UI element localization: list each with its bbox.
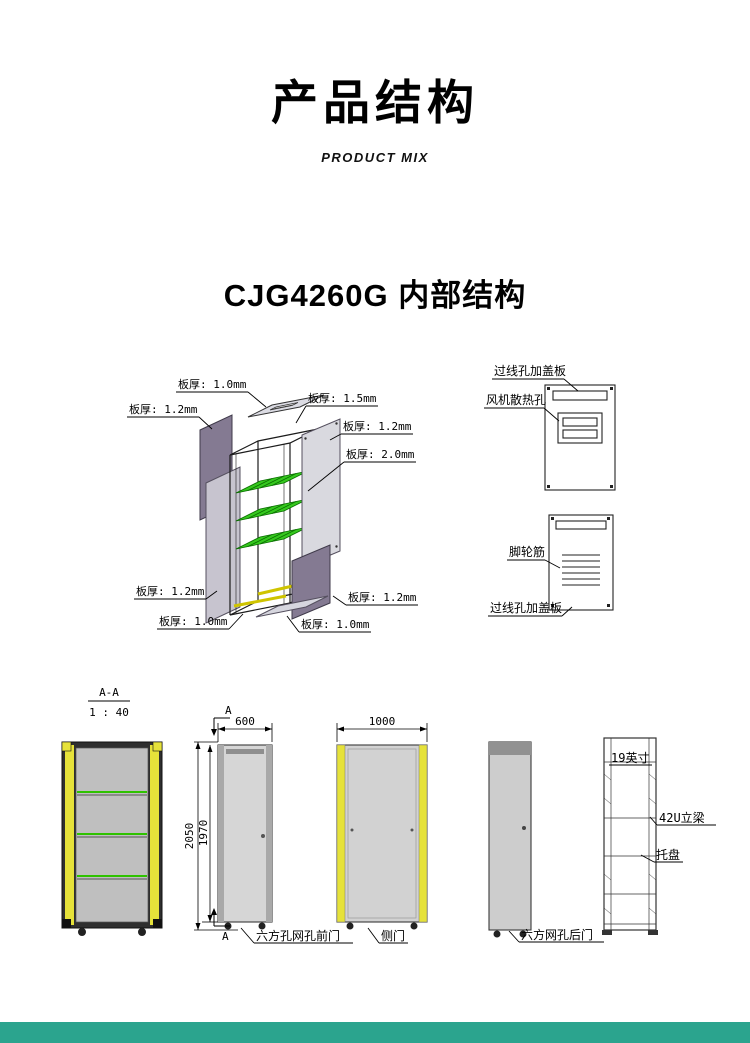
section-title: CJG4260G 内部结构 — [223, 278, 527, 313]
label-thickness-frame: 板厚: 1.5mm — [295, 391, 378, 424]
thickness-label-text: 板厚: 1.0mm — [301, 617, 370, 631]
view-internal-front — [61, 741, 163, 936]
label-thickness-base-front: 板厚: 1.0mm — [157, 613, 244, 630]
footer-accent-bar — [0, 1022, 750, 1043]
view-front-door — [217, 744, 273, 930]
front-door-caption-text: 六方孔网孔前门 — [256, 928, 340, 943]
top-cover-panel — [247, 394, 325, 418]
section-scale-note: A-A 1 : 40 — [88, 686, 130, 719]
fan-vent-label-text: 风机散热孔 — [486, 392, 546, 407]
label-thickness-shelf: 板厚: 2.0mm — [307, 447, 416, 492]
label-thickness-left-panel: 板厚: 1.2mm — [127, 402, 213, 430]
beam42u-caption-text: 42U立梁 — [659, 810, 705, 825]
caster-rib-label-text: 脚轮筋 — [509, 544, 545, 559]
rear-panel-bottom-view — [548, 514, 614, 611]
lower-left-panel — [205, 466, 241, 624]
tray-caption-text: 托盘 — [656, 847, 680, 862]
view-rear-door — [488, 741, 532, 938]
label-fan-vent: 风机散热孔 — [484, 392, 560, 422]
thickness-label-text: 板厚: 1.2mm — [343, 419, 412, 433]
dimension-front-width: 600 — [217, 715, 273, 742]
caption-side-door: 侧门 — [367, 927, 408, 944]
inch19-caption-text: 19英寸 — [611, 751, 649, 765]
label-thickness-left-bottom: 板厚: 1.2mm — [134, 584, 218, 600]
cable-cover-label-text: 过线孔加盖板 — [494, 364, 566, 378]
dimension-side-width: 1000 — [336, 715, 428, 742]
right-door-panel — [301, 418, 341, 568]
label-thickness-top-cover: 板厚: 1.0mm — [176, 377, 267, 408]
shelf-assembly — [235, 470, 309, 550]
footer-bar — [0, 1022, 750, 1043]
page-subtitle: PRODUCT MIX — [321, 150, 429, 165]
label-cable-cover-bottom: 过线孔加盖板 — [488, 601, 573, 617]
right-lower-panel — [291, 544, 331, 620]
dimension-body-height: 1970 — [197, 745, 218, 923]
label-thickness-right-bottom: 板厚: 1.2mm — [332, 590, 418, 606]
label-thickness-right-door: 板厚: 1.2mm — [329, 419, 413, 441]
dim-600-text: 600 — [235, 715, 255, 728]
section-mark-text: A-A — [99, 686, 119, 699]
thickness-label-text: 板厚: 1.2mm — [129, 402, 198, 416]
view-side-door — [336, 744, 428, 930]
thickness-label-text: 板厚: 1.0mm — [159, 614, 228, 628]
exploded-structure-diagram: 板厚: 1.0mm 板厚: 1.5mm 板厚: 1.2mm 板厚: 1.2mm … — [127, 364, 616, 633]
thickness-label-text: 板厚: 1.0mm — [178, 377, 247, 391]
dim-2050-text: 2050 — [183, 823, 196, 850]
dim-1970-text: 1970 — [197, 820, 210, 847]
caption-front-door: 六方孔网孔前门 — [240, 927, 353, 944]
cut-a-text: A — [225, 704, 232, 717]
section-cut-mark-bottom: A — [211, 908, 230, 943]
label-cable-cover-top: 过线孔加盖板 — [492, 364, 579, 392]
label-thickness-bottom-tray: 板厚: 1.0mm — [286, 615, 371, 633]
label-caster-rib: 脚轮筋 — [507, 544, 561, 569]
view-rack-frame — [602, 737, 658, 935]
scale-text: 1 : 40 — [89, 706, 129, 719]
caption-42u-beam: 42U立梁 — [649, 810, 716, 826]
thickness-label-text: 板厚: 1.2mm — [136, 584, 205, 598]
rear-door-caption-text: 六方网孔后门 — [521, 927, 593, 942]
orthographic-views: A-A 1 : 40 — [61, 686, 716, 944]
page-title: 产品结构 — [271, 76, 479, 129]
caption-19inch: 19英寸 — [609, 751, 652, 766]
thickness-label-text: 板厚: 1.2mm — [348, 590, 417, 604]
bottom-tray-panel — [255, 595, 329, 618]
thickness-label-text: 板厚: 2.0mm — [346, 447, 415, 461]
thickness-label-text: 板厚: 1.5mm — [308, 391, 377, 405]
dim-1000-text: 1000 — [369, 715, 396, 728]
caption-tray: 托盘 — [640, 847, 683, 863]
cable-cover-label-text: 过线孔加盖板 — [490, 601, 562, 615]
dimension-total-height: 2050 — [183, 741, 238, 931]
cut-a-text: A — [222, 930, 229, 943]
left-side-panels — [199, 414, 241, 624]
rear-panel-top-view — [544, 384, 616, 491]
section-cut-mark-top: A — [211, 704, 232, 736]
caption-rear-door: 六方网孔后门 — [508, 927, 604, 943]
side-door-caption-text: 侧门 — [381, 928, 405, 943]
